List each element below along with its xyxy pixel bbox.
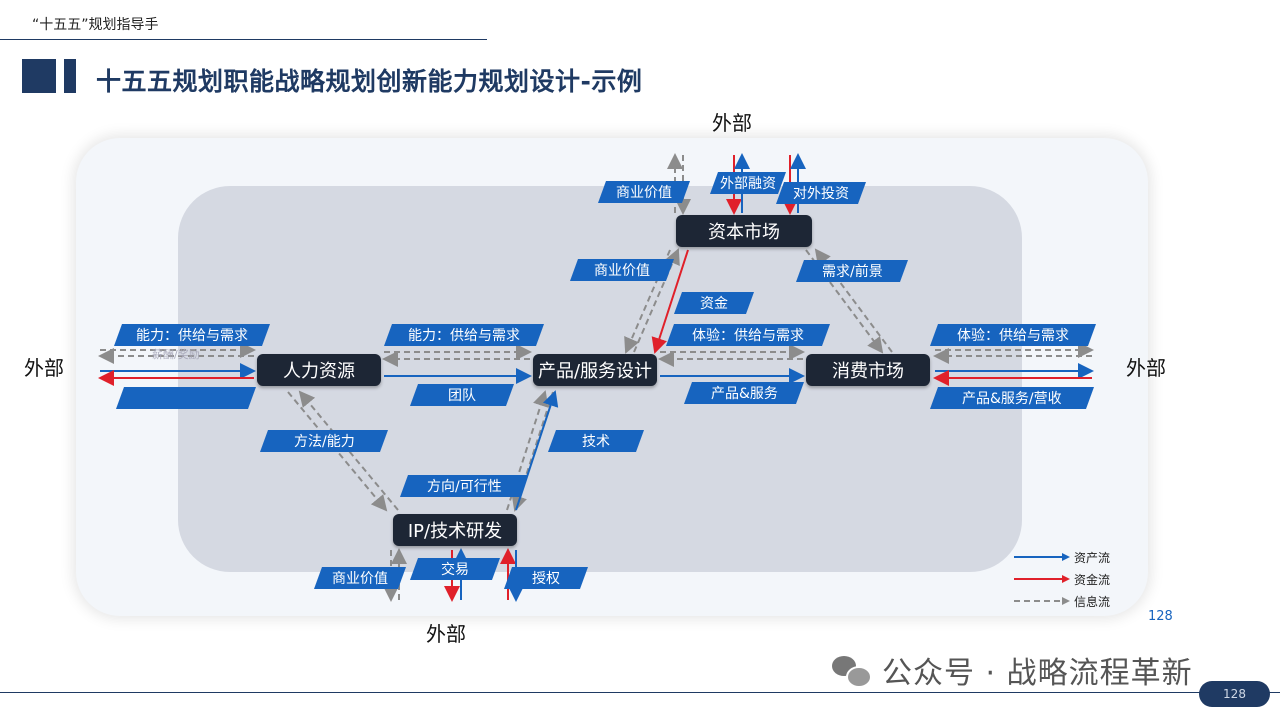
label-license: 授权 (503, 567, 589, 589)
legend-asset-arrow (1014, 553, 1070, 561)
label-top-business-value: 商业价值 (597, 181, 691, 203)
label-experience-mid: 体验：供给与需求 (665, 324, 831, 346)
label-products-revenue: 产品&服务/营收 (929, 387, 1095, 409)
label-direction-feasibility: 方向/可行性 (399, 475, 529, 497)
legend-capital-text: 资金流 (1074, 572, 1111, 587)
node-consumer-market[interactable]: 消费市场 (806, 354, 930, 386)
external-label-bottom: 外部 (426, 622, 466, 646)
legend-capital-arrow (1014, 575, 1070, 583)
label-method-capability: 方法/能力 (259, 430, 389, 452)
flow-arrow-26 (298, 390, 399, 511)
label-bottom-business-value: 商业价值 (313, 567, 407, 589)
watermark-text: 公众号 · 战略流程革新 (882, 656, 1193, 691)
node-human-resources[interactable]: 人力资源 (257, 354, 381, 386)
wechat-icon (832, 654, 872, 688)
label-funds: 资金 (673, 292, 755, 314)
node-ip-rd[interactable]: IP/技术研发 (393, 514, 517, 546)
label-products-services: 产品&服务 (683, 382, 805, 404)
flow-arrow-29 (515, 390, 559, 511)
label-trade: 交易 (409, 558, 501, 580)
label-team: 团队 (409, 384, 515, 406)
legend-asset-text: 资产流 (1074, 550, 1111, 565)
page-number-badge: 128 (1199, 681, 1270, 707)
flow-arrow-25 (287, 391, 388, 512)
legend-capital: 资金流 (1014, 568, 1110, 590)
legend: 资产流 资金流 信息流 (1014, 546, 1110, 612)
node-capital-market[interactable]: 资本市场 (676, 215, 812, 247)
external-label-left: 外部 (24, 356, 64, 380)
external-label-right: 外部 (1126, 356, 1166, 380)
title-marker-square (22, 59, 56, 93)
label-mid-capability: 能力：供给与需求 (383, 324, 545, 346)
page-number: 128 (1148, 609, 1173, 624)
node-product-service-design[interactable]: 产品/服务设计 (533, 354, 657, 386)
footer-divider (0, 692, 1280, 693)
flow-arrow-22 (651, 249, 689, 354)
ghost-label: 薪酬/奖励 (152, 348, 200, 361)
label-capital-business-value: 商业价值 (569, 259, 675, 281)
page-title: 十五五规划职能战略规划创新能力规划设计-示例 (96, 67, 643, 96)
label-left-capability: 能力：供给与需求 (113, 324, 271, 346)
flow-arrow-24 (814, 248, 893, 353)
header-divider (0, 39, 487, 40)
legend-info-text: 信息流 (1074, 594, 1111, 609)
external-label-top: 外部 (712, 111, 752, 135)
flow-arrow-20 (624, 249, 671, 354)
label-left-blank (115, 387, 257, 409)
label-experience-right: 体验：供给与需求 (929, 324, 1097, 346)
legend-asset: 资产流 (1014, 546, 1110, 568)
header-doc-title: “十五五”规划指导手 (32, 17, 159, 33)
label-external-investment: 对外投资 (775, 182, 867, 204)
legend-info: 信息流 (1014, 590, 1110, 612)
label-technology: 技术 (547, 430, 645, 452)
title-marker-bar (64, 59, 76, 93)
legend-info-arrow (1014, 597, 1070, 605)
watermark: 公众号 · 战略流程革新 (832, 648, 1193, 692)
label-external-financing: 外部融资 (709, 172, 787, 194)
label-demand-outlook: 需求/前景 (795, 260, 909, 282)
